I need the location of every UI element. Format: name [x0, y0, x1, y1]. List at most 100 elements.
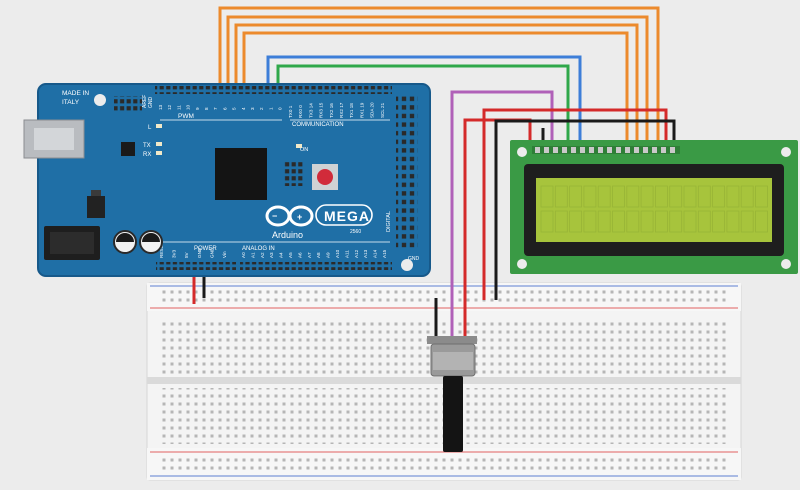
wire-orange-3 [234, 23, 639, 148]
pin-label: 8 [204, 107, 209, 110]
lcd-pin [634, 147, 639, 153]
pin-label: A5 [288, 252, 293, 258]
led-on-label: ON [300, 147, 308, 153]
pin-label: 1 [268, 107, 273, 110]
lcd-module [510, 140, 798, 274]
regulator-tab [91, 190, 101, 196]
reset-button [312, 164, 338, 190]
lcd-pin [670, 147, 675, 153]
wire-orange-4 [242, 31, 629, 148]
pin-label: RX0 0 [298, 105, 303, 118]
wire-blue [266, 55, 582, 148]
pin-label: A9 [326, 252, 331, 258]
lcd-pin [571, 147, 576, 153]
lcd-cell [583, 185, 597, 208]
pin-label: A13 [363, 249, 368, 258]
pin-label: 5 [232, 107, 237, 110]
lcd-cell [669, 210, 683, 233]
pin-label: A15 [382, 249, 387, 258]
mounting-hole [401, 259, 413, 271]
pin-label: 11 [176, 105, 181, 110]
lcd-pin [580, 147, 585, 153]
pin-label: RX3 15 [319, 102, 324, 118]
lcd-pin [589, 147, 594, 153]
pin-label: 0 [278, 107, 283, 110]
led-on [296, 144, 302, 148]
lcd-cell [597, 185, 611, 208]
lcd-cell [697, 185, 711, 208]
lcd-cell [612, 210, 625, 233]
lcd-cell [626, 185, 640, 208]
comm-header [287, 86, 392, 94]
potentiometer-shaft [443, 376, 463, 452]
lcd-cell [669, 185, 683, 208]
pin-label: A2 [260, 252, 265, 258]
model-suffix-label: 2560 [350, 229, 361, 235]
pin-label: 5V [184, 251, 189, 258]
lcd-pin [616, 147, 621, 153]
mounting-hole [94, 94, 106, 106]
pin-label: RX1 19 [359, 102, 364, 118]
mounting-hole [781, 259, 791, 269]
digital-header [396, 96, 418, 248]
pin-label: A12 [354, 249, 359, 258]
lcd-pin [598, 147, 603, 153]
small-chip [121, 142, 135, 156]
lcd-pin [607, 147, 612, 153]
analog-in-label: ANALOG IN [242, 246, 275, 252]
lcd-pin [652, 147, 657, 153]
lcd-cell [569, 185, 582, 208]
lcd-character-cells [540, 185, 768, 233]
lcd-cell [755, 185, 768, 208]
lcd-cell [640, 210, 654, 233]
wire-orange-2 [226, 15, 649, 148]
lcd-cell [626, 210, 640, 233]
svg-text:+: + [297, 212, 302, 222]
model-label: MEGA [324, 208, 370, 224]
lcd-cell [712, 185, 725, 208]
lcd-pins [535, 147, 675, 153]
pwm-label: PWM [178, 113, 194, 120]
pin-label: 6 [222, 107, 227, 110]
lcd-cell [655, 185, 668, 208]
regulator-chip [87, 196, 105, 218]
mounting-hole [517, 259, 527, 269]
pin-label: 3V3 [172, 249, 177, 258]
pin-label: TX2 16 [329, 103, 334, 118]
pin-label: 4 [241, 107, 246, 110]
led-l [156, 124, 162, 128]
pin-label: 7 [213, 107, 218, 110]
led-tx [156, 142, 162, 146]
pin-label: TX0 1 [288, 105, 293, 118]
svg-text:−: − [272, 211, 277, 221]
pin-label: 2 [259, 107, 264, 110]
pin-label: 12 [167, 104, 172, 110]
pin-label: 13 [158, 104, 163, 110]
lcd-cell [683, 210, 697, 233]
lcd-pin-header [532, 146, 680, 154]
pin-label: A11 [344, 250, 349, 258]
mega-badge [315, 204, 373, 226]
wire-black-lcd [494, 119, 676, 300]
lcd-cell [540, 185, 554, 208]
lcd-pin [535, 147, 540, 153]
lcd-cell [683, 185, 697, 208]
microcontroller-chip [215, 148, 267, 200]
pin-label: A3 [269, 252, 274, 258]
lcd-cell [726, 210, 740, 233]
lcd-cell [640, 185, 654, 208]
lcd-pin [661, 147, 666, 153]
dc-jack-icon [44, 226, 100, 260]
aref-label: AREF [142, 95, 148, 108]
lcd-pin [544, 147, 549, 153]
lcd-pin [562, 147, 567, 153]
led-rx [156, 151, 162, 155]
usb-port-icon [23, 119, 85, 159]
potentiometer-icon [427, 336, 477, 452]
lcd-cell [740, 210, 754, 233]
pin-label: SDA 20 [370, 102, 375, 118]
wire-red-lcd [482, 108, 668, 300]
